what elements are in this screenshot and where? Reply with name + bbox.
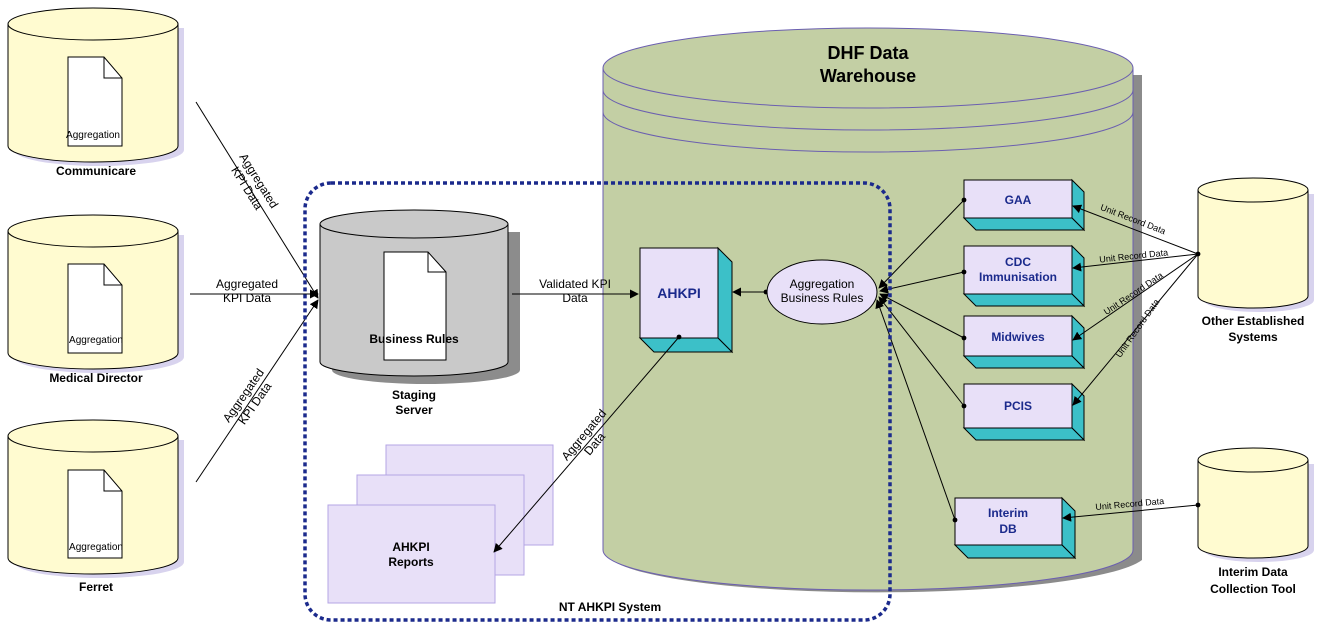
staging-server: Business Rules Staging Server xyxy=(319,209,520,417)
system-boundary xyxy=(303,181,892,622)
svg-text:AHKPI: AHKPI xyxy=(392,540,429,554)
svg-text:KPI Data: KPI Data xyxy=(223,291,271,305)
ahkpi-box: AHKPI xyxy=(638,246,734,354)
svg-text:AHKPI: AHKPI xyxy=(657,285,701,301)
source-name: Communicare xyxy=(56,164,136,178)
edge-label-validated-line2: Data xyxy=(562,291,588,305)
source-doc-label: Aggregation xyxy=(69,335,123,346)
source-ferret: Aggregation Ferret xyxy=(7,419,184,594)
svg-text:Aggregation: Aggregation xyxy=(790,277,855,291)
unit-record-edges xyxy=(1062,204,1201,522)
staging-doc-label: Business Rules xyxy=(369,332,459,346)
svg-text:Immunisation: Immunisation xyxy=(979,270,1057,284)
source-communicare: Aggregation Communicare xyxy=(7,7,184,178)
edge-label-validated-line1: Validated KPI xyxy=(539,277,611,291)
warehouse-title-line1: DHF Data xyxy=(827,43,909,63)
module-pcis: PCIS xyxy=(962,382,1086,442)
module-gaa: GAA xyxy=(962,178,1086,232)
other-established-systems: Other Established Systems xyxy=(1197,177,1314,344)
system-boundary-label: NT AHKPI System xyxy=(559,600,661,614)
warehouse-title-line2: Warehouse xyxy=(820,66,916,86)
module-cdc-immunisation: CDC Immunisation xyxy=(962,244,1086,308)
document-icon xyxy=(67,263,123,354)
document-icon xyxy=(67,56,123,147)
aggregation-rules-node: Aggregation Business Rules xyxy=(766,259,878,325)
svg-text:PCIS: PCIS xyxy=(1004,399,1032,413)
svg-text:Midwives: Midwives xyxy=(991,330,1045,344)
edge-label-ferret: Aggregated KPI Data xyxy=(220,366,275,427)
svg-text:Interim: Interim xyxy=(988,506,1028,520)
source-doc-label: Aggregation xyxy=(66,130,120,141)
ahkpi-reports: AHKPI Reports xyxy=(327,444,554,604)
svg-text:Business Rules: Business Rules xyxy=(781,291,864,305)
document-icon xyxy=(383,251,447,361)
source-medical-director: Aggregation Medical Director xyxy=(7,214,184,385)
edge-label-medical: Aggregated KPI Data xyxy=(216,277,278,305)
module-midwives: Midwives xyxy=(962,314,1086,370)
svg-text:Collection Tool: Collection Tool xyxy=(1210,582,1296,596)
source-doc-label: Aggregation xyxy=(69,542,123,553)
svg-text:Systems: Systems xyxy=(1228,330,1278,344)
svg-text:GAA: GAA xyxy=(1005,193,1032,207)
svg-text:DB: DB xyxy=(999,522,1017,536)
module-interim-db: Interim DB xyxy=(953,496,1077,560)
ahkpi-to-reports-edge xyxy=(493,334,682,553)
staging-name-line1: Staging xyxy=(392,388,436,402)
svg-text:Interim Data: Interim Data xyxy=(1218,565,1288,579)
svg-text:Reports: Reports xyxy=(388,555,434,569)
document-icon xyxy=(67,469,123,559)
svg-text:Other Established: Other Established xyxy=(1202,314,1305,328)
svg-text:Aggregated: Aggregated xyxy=(216,277,278,291)
svg-text:CDC: CDC xyxy=(1005,255,1031,269)
source-edges xyxy=(190,101,319,483)
source-name: Ferret xyxy=(79,580,113,594)
staging-name-line2: Server xyxy=(395,403,433,417)
source-name: Medical Director xyxy=(49,371,143,385)
interim-data-collection-tool: Interim Data Collection Tool xyxy=(1197,447,1314,596)
